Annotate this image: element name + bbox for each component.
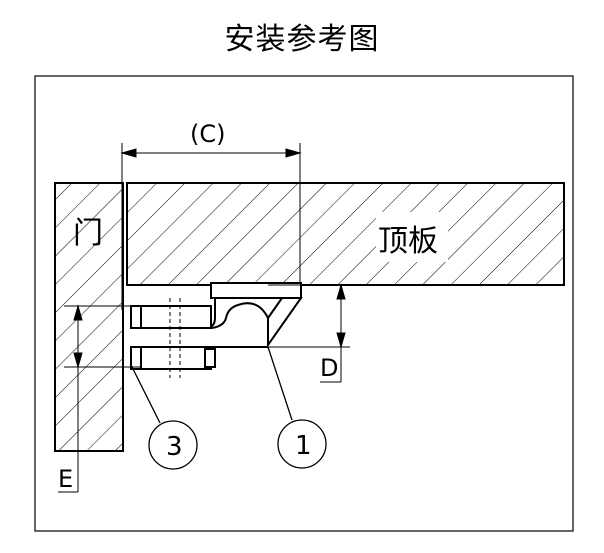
- dimension-c: [120, 143, 302, 310]
- door-panel: [54, 182, 124, 452]
- callout-3-label: 3: [166, 432, 183, 462]
- top-panel: [126, 182, 565, 286]
- top-panel-label: 顶板: [378, 224, 438, 259]
- hinge-arm: [130, 298, 269, 370]
- outer-frame: [34, 75, 574, 532]
- callout-1: [267, 346, 327, 469]
- callout-3: [130, 364, 198, 470]
- dimension-e: [58, 304, 141, 493]
- dimension-c-label: (C): [190, 120, 225, 148]
- hinge-mounting-plate: [210, 282, 303, 349]
- dimension-e-label: E: [58, 465, 73, 493]
- diagram-title: 安装参考图: [224, 22, 380, 57]
- callout-1-label: 1: [295, 431, 312, 461]
- door-label: 门: [73, 216, 103, 251]
- dimension-d: [268, 283, 350, 383]
- dimension-d-label: D: [320, 354, 338, 382]
